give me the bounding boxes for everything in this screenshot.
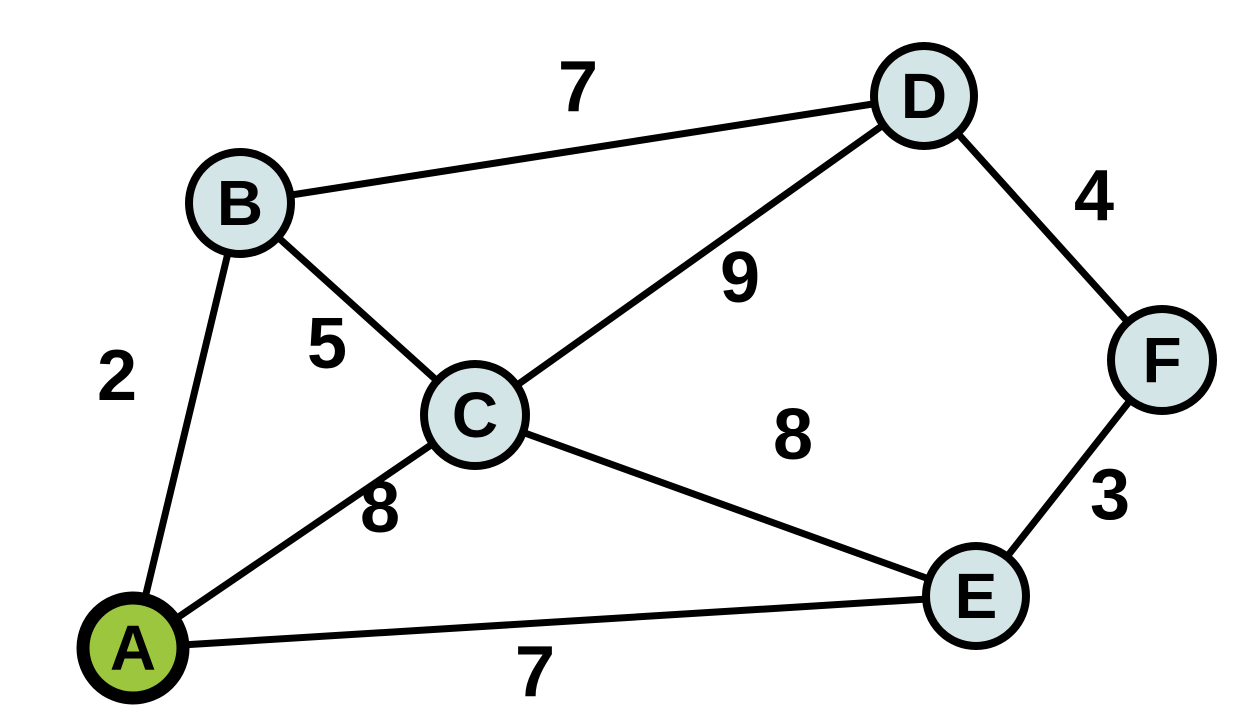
- edge-weight-C-E: 8: [773, 395, 813, 475]
- node-D: D: [870, 42, 978, 150]
- node-label-B: B: [217, 167, 263, 239]
- node-circle-C: [420, 360, 530, 470]
- edge-D-F: [920, 92, 1166, 364]
- node-label-E: E: [955, 560, 998, 632]
- node-E: E: [922, 542, 1030, 650]
- edge-B-D: [236, 92, 928, 207]
- nodes-layer: A B C D E F: [76, 42, 1217, 705]
- edge-weight-D-F: 4: [1074, 156, 1114, 236]
- node-circle-B: [185, 148, 295, 258]
- node-B: B: [185, 148, 295, 258]
- node-label-D: D: [901, 60, 947, 132]
- node-label-A: A: [110, 612, 156, 684]
- node-circle-D: [870, 42, 978, 150]
- node-label-C: C: [452, 379, 498, 451]
- node-label-F: F: [1142, 324, 1181, 396]
- edge-A-E: [129, 592, 980, 652]
- node-circle-F: [1107, 305, 1217, 415]
- edge-weight-B-C: 5: [307, 304, 347, 384]
- edge-weight-C-D: 9: [720, 238, 760, 318]
- node-circle-E: [922, 542, 1030, 650]
- edge-A-B: [129, 199, 244, 652]
- edge-weight-A-E: 7: [515, 632, 555, 712]
- edges-layer: [129, 92, 1166, 652]
- node-F: F: [1107, 305, 1217, 415]
- edge-weight-A-B: 2: [97, 336, 137, 416]
- node-circle-A: [76, 591, 190, 705]
- node-A: A: [76, 591, 190, 705]
- node-C: C: [420, 360, 530, 470]
- edge-C-E: [471, 411, 980, 600]
- edge-weight-B-D: 7: [558, 47, 598, 127]
- edge-C-D: [471, 92, 928, 419]
- edge-weight-A-C: 8: [360, 468, 400, 548]
- edge-weight-E-F: 3: [1090, 455, 1130, 535]
- edge-A-C: [129, 411, 479, 652]
